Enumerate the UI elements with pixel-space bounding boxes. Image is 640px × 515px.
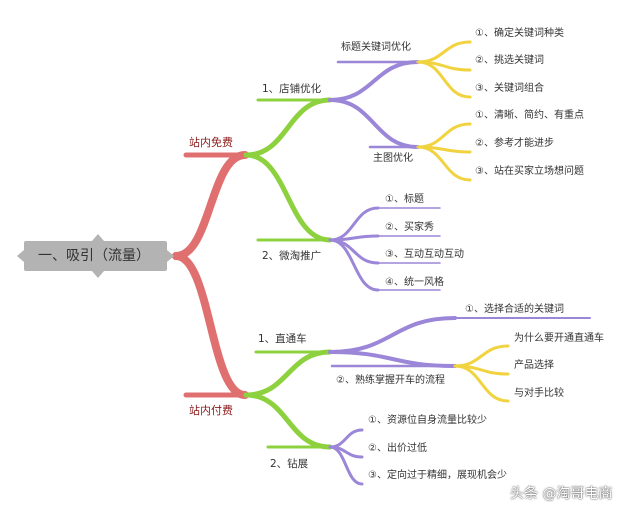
branch-zz-1 <box>328 428 364 449</box>
leaf-process-1[interactable]: 为什么要开通直通车 <box>514 333 604 344</box>
branch-process-leaf-1 <box>453 344 510 368</box>
leaf-zz-3[interactable]: ③、定向过于精细，展现机会少 <box>368 470 507 481</box>
leaf-process-2[interactable]: 产品选择 <box>514 360 554 371</box>
node-main-image-opt[interactable]: 主图优化 <box>373 153 413 164</box>
node-ztc-process[interactable]: ②、熟练掌握开车的流程 <box>336 375 445 386</box>
branch-title-leaf-1 <box>416 40 472 64</box>
leaf-weitao-1[interactable]: ①、标题 <box>385 194 424 205</box>
leaf-img-3[interactable]: ③、站在买家立场想问题 <box>475 166 584 177</box>
branch-root-paid <box>172 252 249 399</box>
leaf-weitao-2[interactable]: ②、买家秀 <box>385 222 434 233</box>
branch-weitao-4 <box>328 238 380 292</box>
branch-img-leaf-3 <box>416 145 472 182</box>
watermark-text: 头条 @淘哥电商 <box>510 486 613 502</box>
root-arrow-right-icon <box>167 250 174 262</box>
branch-ztc-process <box>328 350 457 368</box>
branch-paid-zz <box>243 392 333 450</box>
leaf-img-1[interactable]: ①、清晰、简约、有重点 <box>475 110 584 121</box>
node-zuanzhan[interactable]: 2、钻展 <box>270 458 309 470</box>
leaf-weitao-4[interactable]: ④、统一风格 <box>385 277 444 288</box>
leaf-title-2[interactable]: ②、挑选关键词 <box>475 55 544 66</box>
leaf-img-2[interactable]: ②、参考才能进步 <box>475 138 554 149</box>
node-shop-optimization[interactable]: 1、店铺优化 <box>262 83 322 95</box>
node-ztc-keyword[interactable]: ①、选择合适的关键词 <box>465 304 564 315</box>
root-arrow-down-icon <box>92 271 104 278</box>
node-paid[interactable]: 站内付费 <box>189 404 233 417</box>
node-title-keyword-opt[interactable]: 标题关键词优化 <box>341 42 411 53</box>
branch-paid-ztc <box>243 349 333 398</box>
node-weitao-promotion[interactable]: 2、微淘推广 <box>262 250 322 262</box>
leaf-process-3[interactable]: 与对手比较 <box>514 388 564 399</box>
branch-free-weitao <box>243 152 333 243</box>
leaf-zz-2[interactable]: ②、出价过低 <box>368 443 427 454</box>
branch-title-leaf-3 <box>416 60 472 99</box>
leaf-title-3[interactable]: ③、关键词组合 <box>475 83 544 94</box>
branch-process-leaf-3 <box>453 364 510 403</box>
node-free[interactable]: 站内免费 <box>189 136 233 149</box>
root-arrow-left-icon <box>17 250 24 262</box>
leaf-zz-1[interactable]: ①、资源位自身流量比较少 <box>368 415 487 426</box>
branch-shop-title <box>328 60 420 102</box>
leaf-title-1[interactable]: ①、确定关键词种类 <box>475 28 564 39</box>
branch-zz-3 <box>328 445 364 486</box>
node-ztc[interactable]: 1、直通车 <box>258 333 307 345</box>
branch-shop-img <box>328 98 420 149</box>
root-arrow-up-icon <box>92 234 104 241</box>
branch-root-free <box>172 151 249 260</box>
branch-img-leaf-1 <box>416 122 472 149</box>
branch-ztc-keyword <box>328 316 457 354</box>
leaf-weitao-3[interactable]: ③、互动互动互动 <box>385 249 464 260</box>
branch-free-shop <box>243 97 333 158</box>
root-node[interactable]: 一、吸引（流量） <box>24 241 167 271</box>
